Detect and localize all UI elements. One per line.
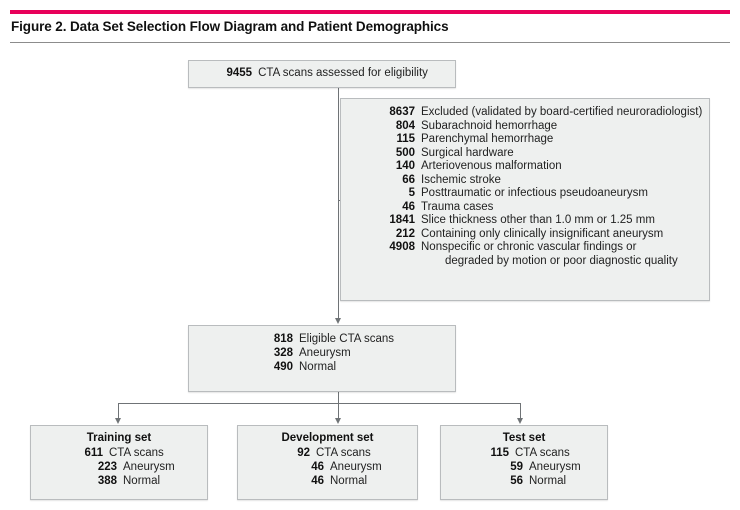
excluded-item-count: 804 — [395, 119, 415, 132]
excluded-item-count: 500 — [395, 146, 415, 159]
connector-to-development — [338, 403, 339, 419]
excluded-item-label: Nonspecific or chronic vascular findings… — [421, 241, 637, 253]
box-assessed-scans: 9455 CTA scans assessed for eligibility — [188, 60, 456, 88]
training-row: 388 Normal — [31, 475, 207, 487]
connector-to-test — [520, 403, 521, 419]
development-set-title: Development set — [281, 432, 374, 444]
test-count: 59 — [510, 461, 523, 473]
excluded-item-label: Containing only clinically insignificant… — [421, 227, 664, 240]
excluded-item-label: Trauma cases — [421, 200, 494, 213]
development-count: 92 — [297, 447, 310, 459]
development-label: CTA scans — [316, 447, 371, 459]
training-set-title: Training set — [86, 432, 152, 444]
training-label: Aneurysm — [123, 461, 175, 473]
figure-title: Figure 2. Data Set Selection Flow Diagra… — [11, 19, 449, 34]
excluded-item-row: 5 Posttraumatic or infectious pseudoaneu… — [341, 187, 709, 199]
arrowhead-eligible — [334, 318, 341, 324]
development-row: 46 Normal — [238, 475, 417, 487]
excluded-item-count: 66 — [402, 173, 415, 186]
box-eligible-scans: 818 Eligible CTA scans 328 Aneurysm 490 … — [188, 325, 456, 392]
test-row: 59 Aneurysm — [441, 461, 607, 473]
excluded-item-row: 115 Parenchymal hemorrhage — [341, 133, 709, 145]
excluded-item-row: 46 Trauma cases — [341, 201, 709, 213]
box-excluded: 8637 Excluded (validated by board-certif… — [340, 98, 710, 301]
excluded-item-count: 1841 — [389, 214, 415, 226]
eligible-row: 490 Normal — [189, 361, 455, 373]
training-row: 611 CTA scans — [31, 447, 207, 459]
excluded-item-label: Ischemic stroke — [421, 173, 501, 186]
arrowhead-training — [114, 418, 121, 424]
connector-assessed-to-eligible — [338, 88, 339, 319]
test-label: CTA scans — [515, 447, 570, 459]
test-count: 115 — [490, 447, 509, 459]
test-count: 56 — [510, 475, 523, 487]
excluded-item-label: Arteriovenous malformation — [421, 160, 562, 172]
box-test-set: Test set 115 CTA scans 59 Aneurysm 56 No… — [440, 425, 608, 500]
connector-split-bar — [118, 403, 520, 404]
excluded-item-row: 66 Ischemic stroke — [341, 174, 709, 186]
arrowhead-development — [334, 418, 341, 424]
excluded-item-row: 140 Arteriovenous malformation — [341, 160, 709, 172]
excluded-item-count: 46 — [402, 200, 415, 213]
excluded-item-count: 212 — [395, 227, 415, 240]
development-label: Aneurysm — [330, 461, 382, 473]
assessed-row: 9455 CTA scans assessed for eligibility — [216, 67, 428, 79]
excluded-item-count: 140 — [395, 160, 415, 172]
excluded-item-count: 115 — [396, 133, 415, 145]
excluded-item-row: 212 Containing only clinically insignifi… — [341, 228, 709, 240]
assessed-label: CTA scans assessed for eligibility — [258, 67, 428, 79]
development-count: 46 — [311, 461, 324, 473]
excluded-label: Excluded (validated by board-certified n… — [421, 106, 703, 118]
test-row: 56 Normal — [441, 475, 607, 487]
excluded-item-label: Surgical hardware — [421, 146, 514, 159]
training-count: 388 — [97, 475, 117, 487]
assessed-count: 9455 — [226, 67, 253, 79]
eligible-label: Eligible CTA scans — [299, 333, 395, 345]
eligible-row: 328 Aneurysm — [189, 347, 455, 359]
training-row: 223 Aneurysm — [31, 461, 207, 473]
excluded-item-label: Posttraumatic or infectious pseudoaneury… — [421, 187, 648, 199]
development-label: Normal — [330, 475, 368, 487]
excluded-item-label: Parenchymal hemorrhage — [421, 133, 554, 145]
test-row: 115 CTA scans — [441, 447, 607, 459]
excluded-item-continuation: degraded by motion or poor diagnostic qu… — [445, 254, 678, 267]
test-label: Aneurysm — [529, 461, 581, 473]
excluded-item-row: 500 Surgical hardware — [341, 147, 709, 159]
connector-to-training — [118, 403, 119, 419]
box-training-set: Training set 611 CTA scans 223 Aneurysm … — [30, 425, 208, 500]
accent-rule — [10, 10, 730, 14]
excluded-item-row: 1841 Slice thickness other than 1.0 mm o… — [341, 214, 709, 226]
eligible-count: 490 — [273, 361, 293, 373]
excluded-item-count: 4908 — [389, 241, 415, 253]
excluded-item-row: 804 Subarachnoid hemorrhage — [341, 120, 709, 132]
excluded-count: 8637 — [389, 106, 415, 118]
eligible-row: 818 Eligible CTA scans — [189, 333, 455, 345]
eligible-label: Normal — [299, 361, 337, 373]
eligible-count: 328 — [273, 347, 293, 359]
excluded-item-label: Subarachnoid hemorrhage — [421, 119, 558, 132]
excluded-item-count: 5 — [408, 187, 415, 199]
title-divider — [10, 42, 730, 43]
excluded-item-label: Slice thickness other than 1.0 mm or 1.2… — [421, 214, 655, 226]
development-row: 92 CTA scans — [238, 447, 417, 459]
eligible-label: Aneurysm — [299, 347, 351, 359]
training-label: CTA scans — [109, 447, 164, 459]
test-label: Normal — [529, 475, 567, 487]
training-label: Normal — [123, 475, 161, 487]
test-set-title: Test set — [502, 432, 546, 444]
box-development-set: Development set 92 CTA scans 46 Aneurysm… — [237, 425, 418, 500]
arrowhead-test — [516, 418, 523, 424]
training-count: 223 — [97, 461, 117, 473]
development-row: 46 Aneurysm — [238, 461, 417, 473]
development-count: 46 — [311, 475, 324, 487]
excluded-item-row: 4908 Nonspecific or chronic vascular fin… — [341, 241, 709, 253]
eligible-count: 818 — [273, 333, 293, 345]
training-count: 611 — [84, 447, 103, 459]
excluded-header-row: 8637 Excluded (validated by board-certif… — [341, 106, 709, 118]
